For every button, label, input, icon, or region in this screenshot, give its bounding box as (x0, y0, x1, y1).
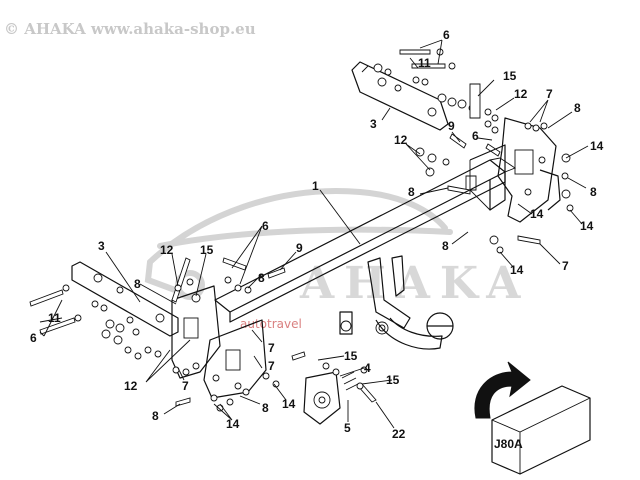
callout-15: 15 (386, 373, 400, 387)
callout-6: 6 (443, 28, 450, 42)
callout-7: 7 (182, 379, 189, 393)
callout-6: 6 (30, 331, 37, 345)
tow-ball-assembly (339, 255, 454, 350)
crossbar-part-1 (214, 144, 516, 323)
callout-15: 15 (344, 349, 358, 363)
callout-8: 8 (262, 401, 269, 415)
callout-15: 15 (200, 243, 214, 257)
right-side-plate (485, 117, 574, 254)
callout-8: 8 (590, 185, 597, 199)
watermark-car-logo (144, 188, 453, 300)
left-bracket-part-3 (71, 261, 179, 337)
callout-12: 12 (394, 133, 408, 147)
callout-11: 11 (418, 56, 431, 70)
callout-8: 8 (442, 239, 449, 253)
callout-7: 7 (268, 359, 275, 373)
socket-plate-part-5 (291, 351, 377, 425)
leader-lines (39, 39, 589, 429)
callout-14: 14 (530, 207, 544, 221)
callout-14: 14 (580, 219, 594, 233)
callout-4: 4 (364, 361, 371, 375)
callout-11: 11 (48, 311, 61, 325)
watermark-sub: autotravel (240, 317, 302, 331)
callout-9: 9 (448, 119, 455, 133)
copyright-text: © AHAKA www.ahaka-shop.eu (4, 20, 256, 38)
callout-22: 22 (392, 427, 406, 441)
watermark-brand: AHAKA (299, 258, 530, 309)
callout-12: 12 (160, 243, 174, 257)
callout-14: 14 (282, 397, 296, 411)
callout-6: 6 (472, 129, 479, 143)
callout-9: 9 (296, 241, 303, 255)
left-bolts (29, 284, 162, 360)
callout-5: 5 (344, 421, 351, 435)
callout-8: 8 (258, 271, 265, 285)
callout-14: 14 (590, 139, 604, 153)
direction-arrow (474, 361, 531, 419)
callout-7: 7 (546, 87, 553, 101)
callout-3: 3 (98, 239, 105, 253)
callout-15: 15 (503, 69, 517, 83)
callout-6: 6 (262, 219, 269, 233)
callout-8: 8 (134, 277, 141, 291)
callout-7: 7 (562, 259, 569, 273)
callout-3: 3 (370, 117, 377, 131)
callout-12: 12 (124, 379, 138, 393)
upper-right-bolts (373, 48, 499, 134)
callout-14: 14 (226, 417, 240, 431)
callout-14: 14 (510, 263, 524, 277)
callout-1: 1 (312, 179, 319, 193)
callout-8: 8 (152, 409, 159, 423)
center-upper-washers (415, 133, 477, 195)
callout-labels: 6 11 15 12 7 8 3 9 12 6 14 8 1 8 14 8 14… (30, 28, 604, 441)
left-side-plates (171, 257, 286, 412)
box-code-label: J80A (494, 437, 523, 451)
part-box: J80A (491, 385, 591, 475)
callout-12: 12 (514, 87, 528, 101)
right-bracket-part-3 (351, 61, 449, 131)
callout-8: 8 (574, 101, 581, 115)
callout-7: 7 (268, 341, 275, 355)
callout-8: 8 (408, 185, 415, 199)
